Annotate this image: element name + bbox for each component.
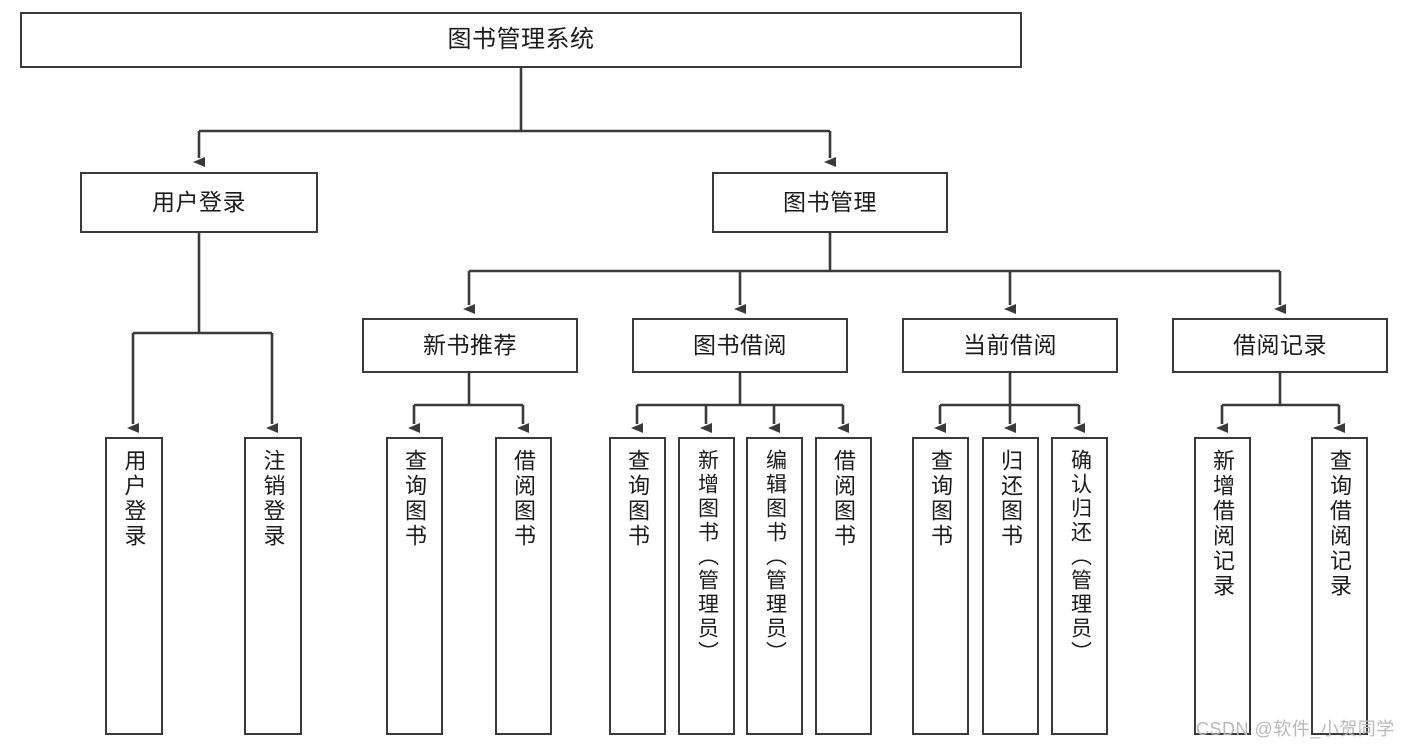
leaf-add-book-label: 新增图书（管理员）: [695, 449, 719, 665]
leaf-user-login-label: 用户登录: [121, 449, 147, 549]
leaf-borrow-book-1-label: 借阅图书: [511, 449, 537, 549]
node-current-borrow-label: 当前借阅: [963, 331, 1057, 358]
leaf-query-book-2-label: 查询图书: [625, 449, 651, 549]
leaf-return-book-label: 归还图书: [998, 449, 1024, 549]
leaf-return-book[interactable]: 归还图书: [982, 437, 1039, 735]
leaf-add-record[interactable]: 新增借阅记录: [1194, 437, 1251, 735]
leaf-user-login[interactable]: 用户登录: [105, 437, 163, 735]
node-book-borrow-label: 图书借阅: [693, 331, 787, 358]
leaf-user-logout-label: 注销登录: [260, 449, 286, 549]
leaf-query-book-3[interactable]: 查询图书: [912, 437, 969, 735]
node-root-label: 图书管理系统: [447, 25, 595, 53]
leaf-query-book-1-label: 查询图书: [402, 449, 428, 549]
node-borrow-record[interactable]: 借阅记录: [1172, 318, 1388, 373]
csdn-watermark: CSDN @软件_小贺同学: [1196, 719, 1395, 739]
leaf-edit-book-label: 编辑图书（管理员）: [763, 449, 787, 665]
leaf-borrow-book-2[interactable]: 借阅图书: [815, 437, 872, 735]
leaf-edit-book[interactable]: 编辑图书（管理员）: [746, 437, 803, 735]
node-new-book-recommend-label: 新书推荐: [423, 331, 517, 358]
node-borrow-record-label: 借阅记录: [1233, 331, 1327, 358]
leaf-query-book-2[interactable]: 查询图书: [609, 437, 666, 735]
node-book-borrow[interactable]: 图书借阅: [632, 318, 848, 373]
node-user-login-label: 用户登录: [152, 188, 246, 215]
leaf-user-logout[interactable]: 注销登录: [244, 437, 302, 735]
node-current-borrow[interactable]: 当前借阅: [902, 318, 1118, 373]
leaf-confirm-return-label: 确认归还（管理员）: [1068, 449, 1092, 665]
node-book-management-label: 图书管理: [783, 188, 877, 215]
leaf-add-record-label: 新增借阅记录: [1210, 449, 1236, 599]
node-root[interactable]: 图书管理系统: [20, 12, 1022, 68]
leaf-query-book-3-label: 查询图书: [928, 449, 954, 549]
leaf-query-record-label: 查询借阅记录: [1327, 449, 1353, 599]
leaf-borrow-book-1[interactable]: 借阅图书: [495, 437, 552, 735]
leaf-query-book-1[interactable]: 查询图书: [386, 437, 443, 735]
node-user-login[interactable]: 用户登录: [80, 172, 318, 233]
leaf-borrow-book-2-label: 借阅图书: [831, 449, 857, 549]
leaf-add-book[interactable]: 新增图书（管理员）: [678, 437, 735, 735]
node-new-book-recommend[interactable]: 新书推荐: [362, 318, 578, 373]
node-book-management[interactable]: 图书管理: [712, 172, 948, 233]
leaf-confirm-return[interactable]: 确认归还（管理员）: [1051, 437, 1108, 735]
leaf-query-record[interactable]: 查询借阅记录: [1311, 437, 1368, 735]
